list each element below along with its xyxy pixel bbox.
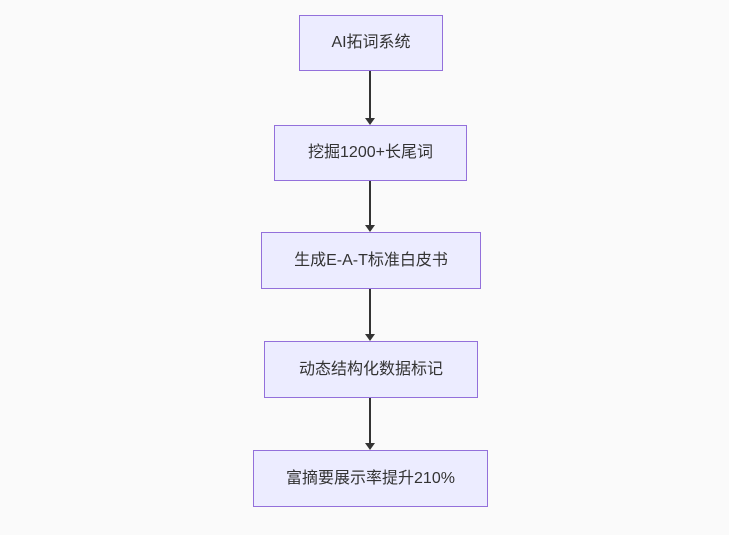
arrow-down-icon bbox=[365, 71, 376, 125]
arrow-line bbox=[369, 289, 371, 334]
arrow-down-icon bbox=[365, 181, 376, 232]
flowchart-node-rich-snippet-result: 富摘要展示率提升210% bbox=[253, 450, 488, 507]
flowchart-node-longtail-mining: 挖掘1200+长尾词 bbox=[274, 125, 467, 181]
node-label: 挖掘1200+长尾词 bbox=[308, 144, 433, 162]
flowchart-node-structured-data: 动态结构化数据标记 bbox=[264, 341, 478, 398]
arrow-down-icon bbox=[365, 398, 376, 450]
arrow-down-icon bbox=[365, 289, 376, 341]
arrow-head bbox=[365, 443, 375, 450]
arrow-line bbox=[369, 71, 371, 118]
flowchart-node-ai-expansion: AI拓词系统 bbox=[299, 15, 443, 71]
arrow-head bbox=[365, 334, 375, 341]
arrow-head bbox=[365, 225, 375, 232]
arrow-line bbox=[369, 398, 371, 443]
node-label: AI拓词系统 bbox=[331, 34, 411, 52]
arrow-head bbox=[365, 118, 375, 125]
flowchart-node-eat-whitepaper: 生成E-A-T标准白皮书 bbox=[261, 232, 481, 289]
node-label: 动态结构化数据标记 bbox=[298, 360, 443, 378]
node-label: 富摘要展示率提升210% bbox=[286, 469, 455, 487]
node-label: 生成E-A-T标准白皮书 bbox=[294, 251, 448, 269]
arrow-line bbox=[369, 181, 371, 225]
